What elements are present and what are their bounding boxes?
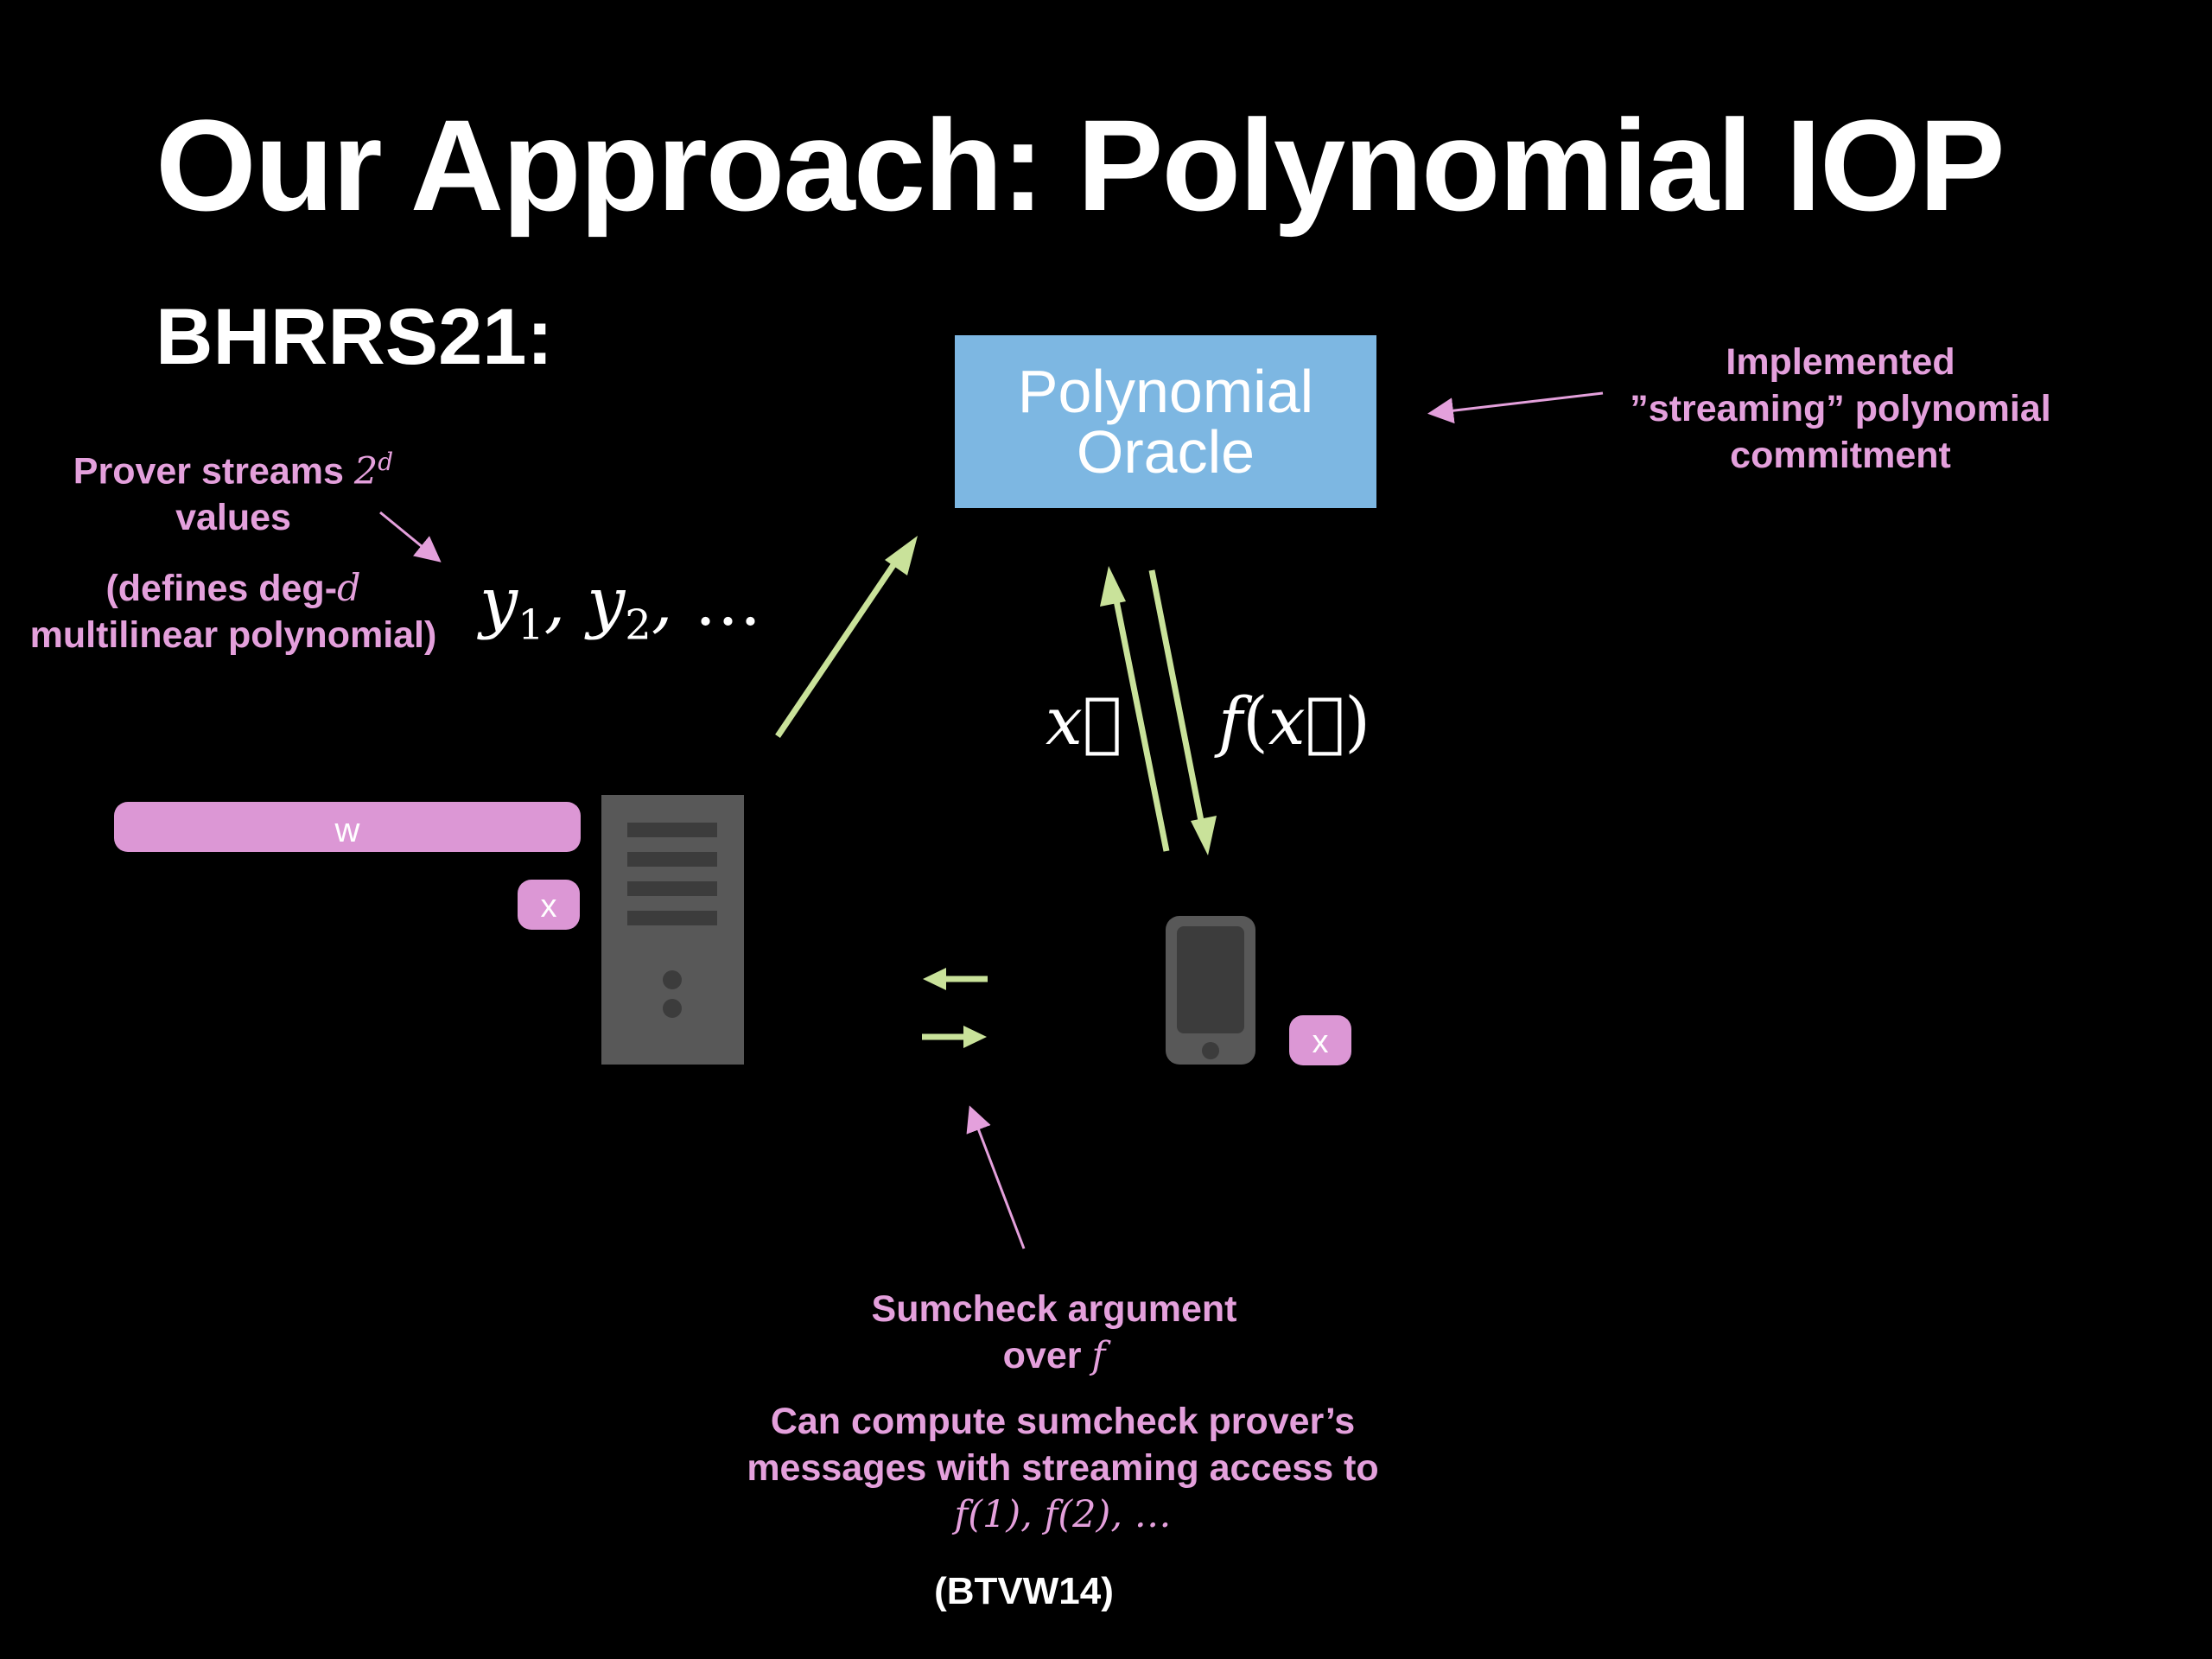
streaming-prover-line3: f(1), f(2), …	[954, 1493, 1172, 1536]
streaming-prover-note: Can compute sumcheck prover’s messages w…	[674, 1398, 1452, 1538]
commitment-note-arrow	[1427, 391, 1604, 424]
prover-streams-line2: values	[175, 497, 291, 539]
citation: (BTVW14)	[934, 1570, 1114, 1612]
sumcheck-note: Sumcheck argument over f	[830, 1286, 1279, 1379]
verifier-input-badge: x	[1289, 1015, 1351, 1065]
prover-note-arrow	[379, 511, 442, 563]
witness-bar: w	[114, 802, 581, 852]
answer-arrow	[1148, 569, 1217, 855]
multilinear-line1: (defines deg-d	[105, 567, 361, 610]
sumcheck-line1: Sumcheck argument	[871, 1288, 1237, 1330]
sumcheck-note-arrow	[966, 1105, 1026, 1249]
polynomial-oracle-box: Polynomial Oracle	[955, 335, 1376, 508]
slide-title: Our Approach: Polynomial IOP	[156, 92, 2005, 238]
interaction-left-arrow	[923, 968, 988, 990]
prover-streams-line1: Prover streams 2d	[73, 448, 394, 493]
oracle-answer-label: f(x⃗)	[1218, 683, 1370, 760]
streaming-commitment-note: Implemented ”streaming” polynomial commi…	[1573, 339, 2108, 479]
streaming-prover-line2: messages with streaming access to	[747, 1447, 1379, 1489]
query-arrow	[1100, 566, 1170, 852]
streaming-note-line1: Implemented	[1726, 341, 1955, 383]
streaming-prover-line1: Can compute sumcheck prover’s	[770, 1401, 1356, 1442]
commit-arrow	[775, 536, 918, 738]
y-sequence: y1, y2, …	[480, 563, 762, 650]
multilinear-note: (defines deg-d multilinear polynomial)	[9, 565, 458, 658]
prover-streams-note: Prover streams 2d values	[35, 439, 432, 541]
sumcheck-line2: over f	[1002, 1334, 1106, 1377]
interaction-right-arrow	[922, 1026, 987, 1048]
oracle-label-line1: Polynomial	[1017, 358, 1314, 425]
multilinear-line2: multilinear polynomial)	[29, 614, 437, 656]
streaming-note-line2: ”streaming” polynomial	[1630, 388, 2051, 429]
query-vector-label: x⃗	[1046, 683, 1122, 760]
server-icon	[601, 795, 744, 1065]
streaming-note-line3: commitment	[1730, 435, 1951, 476]
phone-icon	[1166, 916, 1255, 1065]
oracle-label-line2: Oracle	[1076, 418, 1255, 486]
slide-subtitle: BHRRS21:	[156, 293, 554, 381]
prover-input-badge: x	[518, 880, 580, 930]
